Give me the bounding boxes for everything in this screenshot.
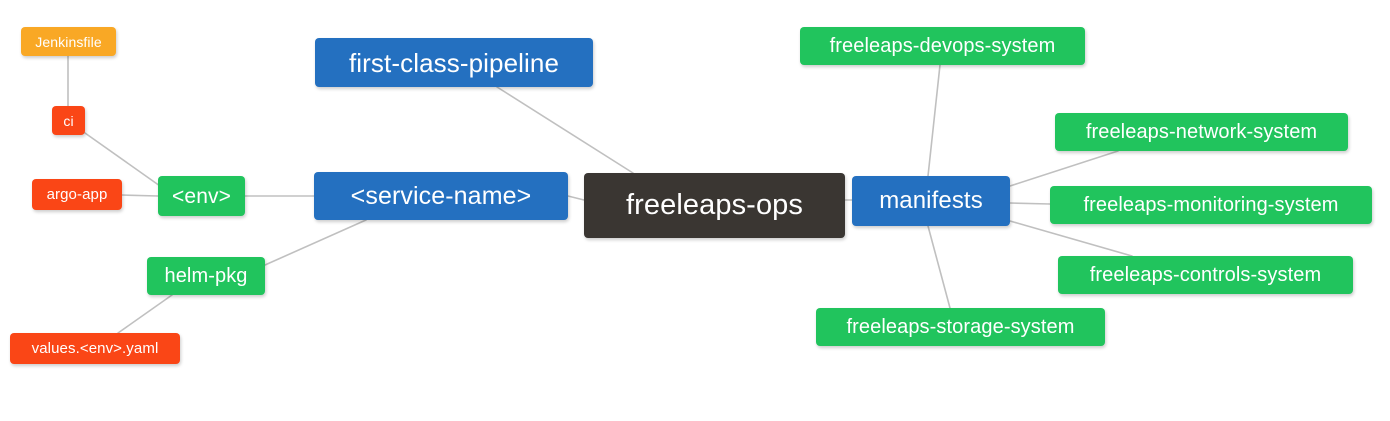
node-freeleaps-monitoring-system[interactable]: freeleaps-monitoring-system <box>1050 186 1372 224</box>
edge-argo-app-to-env <box>121 194 159 197</box>
edge-values-env-yaml-to-helm-pkg <box>117 294 173 334</box>
node-label-freeleaps-controls-system: freeleaps-controls-system <box>1089 264 1322 286</box>
node-label-first-class-pipeline: first-class-pipeline <box>348 47 560 78</box>
node-label-service-name: <service-name> <box>350 181 532 210</box>
node-label-freeleaps-network-system: freeleaps-network-system <box>1085 121 1318 143</box>
node-label-freeleaps-ops: freeleaps-ops <box>625 189 803 221</box>
node-values-env-yaml[interactable]: values.<env>.yaml <box>10 333 180 364</box>
node-label-argo-app: argo-app <box>46 186 108 203</box>
node-manifests[interactable]: manifests <box>852 176 1010 226</box>
node-service-name[interactable]: <service-name> <box>314 172 568 220</box>
node-label-values-env-yaml: values.<env>.yaml <box>31 340 159 357</box>
edge-first-class-pipeline-to-freeleaps-ops <box>496 86 634 174</box>
node-freeleaps-storage-system[interactable]: freeleaps-storage-system <box>816 308 1105 346</box>
edge-helm-pkg-to-service-name <box>264 219 367 266</box>
node-env[interactable]: <env> <box>158 176 245 216</box>
node-label-helm-pkg: helm-pkg <box>164 265 248 287</box>
edge-manifests-to-freeleaps-controls-system <box>1009 220 1133 257</box>
node-helm-pkg[interactable]: helm-pkg <box>147 257 265 295</box>
node-label-ci: ci <box>63 112 74 129</box>
node-label-freeleaps-devops-system: freeleaps-devops-system <box>829 35 1056 57</box>
node-freeleaps-devops-system[interactable]: freeleaps-devops-system <box>800 27 1085 65</box>
node-label-freeleaps-monitoring-system: freeleaps-monitoring-system <box>1083 194 1339 216</box>
edge-service-name-to-freeleaps-ops <box>567 195 585 201</box>
node-label-env: <env> <box>172 184 231 208</box>
edge-manifests-to-freeleaps-network-system <box>1009 150 1119 187</box>
node-label-jenkinsfile: Jenkinsfile <box>35 33 102 50</box>
node-first-class-pipeline[interactable]: first-class-pipeline <box>315 38 593 87</box>
node-freeleaps-network-system[interactable]: freeleaps-network-system <box>1055 113 1348 151</box>
node-freeleaps-controls-system[interactable]: freeleaps-controls-system <box>1058 256 1353 294</box>
edge-freeleaps-devops-system-to-manifests <box>927 64 941 177</box>
node-freeleaps-ops[interactable]: freeleaps-ops <box>584 173 845 238</box>
edge-manifests-to-freeleaps-monitoring-system <box>1009 202 1051 205</box>
node-jenkinsfile[interactable]: Jenkinsfile <box>21 27 116 56</box>
node-argo-app[interactable]: argo-app <box>32 179 122 210</box>
node-label-manifests: manifests <box>879 187 983 214</box>
node-ci[interactable]: ci <box>52 106 85 135</box>
edge-manifests-to-freeleaps-storage-system <box>927 225 951 309</box>
node-label-freeleaps-storage-system: freeleaps-storage-system <box>846 316 1075 338</box>
